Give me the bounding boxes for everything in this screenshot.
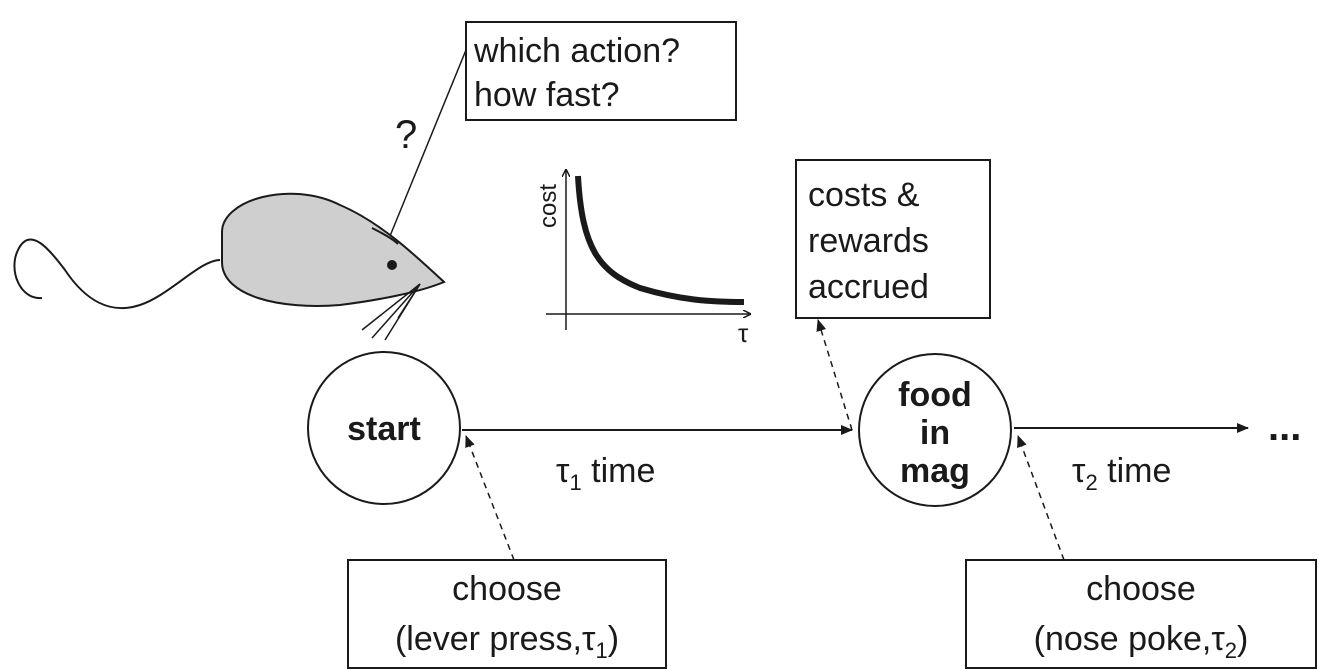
rat-illustration (13, 192, 446, 341)
speech-pointer (389, 49, 467, 237)
choice-2-dashed-arrow (1017, 435, 1065, 561)
state-start-label: start (347, 410, 421, 448)
speech-box: which action? how fast? (465, 21, 737, 121)
speech-line-2: how fast? (474, 76, 620, 114)
choice-1-line-1: choose (452, 570, 562, 608)
state-food-line-3: mag (900, 452, 970, 490)
choice-1-line-2: (lever press,τ1) (395, 620, 619, 663)
choice-1-dashed-arrow (465, 435, 515, 561)
cost-plot-xlabel: τ (738, 318, 749, 348)
cost-curve (575, 175, 745, 305)
rat-body (221, 192, 446, 307)
cost-plot: cost τ (535, 170, 750, 348)
outcome-line-1: costs & (808, 176, 920, 214)
continuation-ellipsis: ... (1268, 405, 1301, 449)
state-food-line-2: in (920, 414, 950, 452)
choice-2-line-1: choose (1086, 570, 1196, 608)
outcome-dashed-arrow (816, 319, 853, 431)
choice-2-line-2: (nose poke,τ2) (1034, 620, 1249, 663)
state-start: start (307, 351, 461, 505)
choice-box-2: choose (nose poke,τ2) (965, 559, 1317, 669)
cost-plot-ylabel: cost (535, 184, 562, 228)
rat-eye (387, 260, 397, 270)
choice-box-1: choose (lever press,τ1) (347, 559, 667, 669)
rat-whiskers (361, 283, 421, 341)
state-food-line-1: food (898, 376, 972, 414)
outcome-box: costs & rewards accrued (795, 159, 991, 319)
rat-tail (13, 238, 221, 310)
transition-2-label: τ2 time (1072, 452, 1171, 495)
transition-1-label: τ1 time (556, 452, 655, 495)
rat-ear (371, 227, 399, 245)
outcome-line-2: rewards (808, 222, 929, 260)
state-food-in-mag: food in mag (858, 353, 1012, 507)
speech-line-1: which action? (473, 32, 680, 70)
outcome-line-3: accrued (808, 268, 929, 306)
question-mark: ? (395, 113, 417, 157)
